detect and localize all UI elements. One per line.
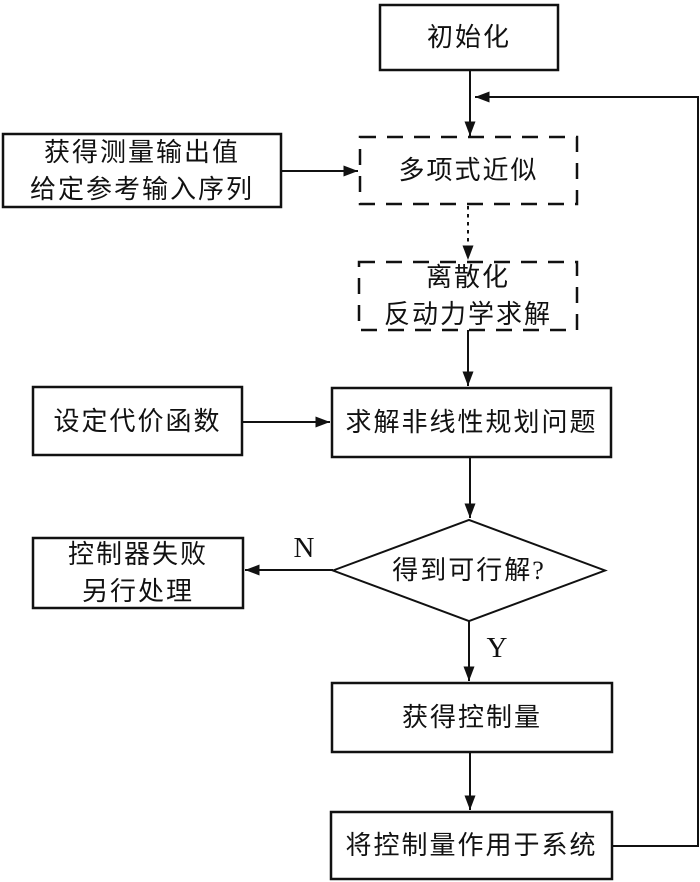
node-decision-diamond (330, 518, 608, 623)
node-apply-box (329, 810, 614, 881)
node-fail-box (31, 536, 245, 610)
node-cost-box (31, 385, 244, 457)
node-discretize-box-dashed (357, 260, 579, 332)
node-nlp-box (330, 386, 613, 459)
node-init-box (378, 3, 560, 72)
node-control-box (330, 681, 614, 754)
node-measurement-box (1, 132, 283, 209)
connector-feedback-apply-to-polynomial (475, 91, 699, 847)
node-polynomial-box-dashed (358, 135, 579, 206)
